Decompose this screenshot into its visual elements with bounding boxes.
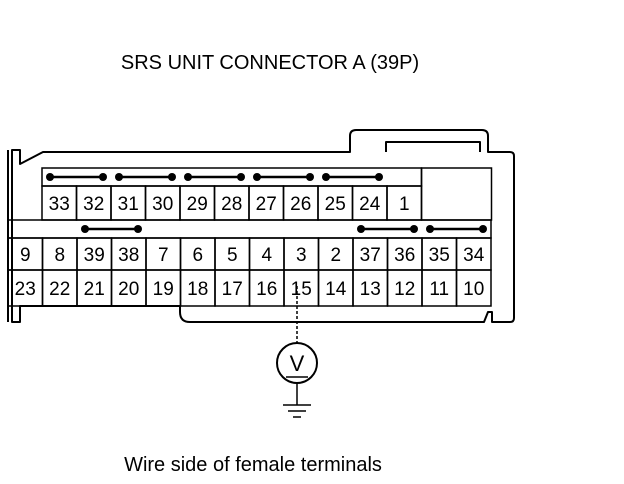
voltmeter-probe: V [276, 286, 318, 418]
terminal-4: 4 [248, 237, 285, 271]
terminal-label: 4 [261, 245, 272, 266]
terminal-25: 25 [317, 185, 354, 221]
terminal-1: 1 [386, 185, 423, 221]
diagram-caption: Wire side of female terminals [124, 454, 382, 476]
terminal-20: 20 [110, 269, 147, 307]
terminal-label: 22 [49, 279, 70, 300]
terminal-label: 25 [325, 194, 346, 215]
terminal-label: 38 [118, 245, 139, 266]
terminal-7: 7 [145, 237, 182, 271]
empty-cavity [420, 167, 493, 221]
shorting-bar-37-36 [357, 225, 418, 233]
terminal-38: 38 [110, 237, 147, 271]
terminal-39: 39 [76, 237, 113, 271]
terminal-label: 3 [296, 245, 307, 266]
terminal-label: 17 [222, 279, 243, 300]
terminal-label: 32 [83, 194, 104, 215]
terminal-15: 15 [283, 269, 320, 307]
terminal-label: 1 [399, 194, 410, 215]
terminal-label: 18 [187, 279, 208, 300]
terminal-label: 33 [49, 194, 70, 215]
diagram-title: SRS UNIT CONNECTOR A (39P) [120, 52, 420, 74]
terminal-label: 27 [256, 194, 277, 215]
terminal-label: 34 [463, 245, 485, 266]
terminal-27: 27 [248, 185, 285, 221]
terminal-label: 16 [256, 279, 277, 300]
terminal-3: 3 [283, 237, 320, 271]
terminal-label: 5 [227, 245, 238, 266]
terminal-label: 19 [153, 279, 174, 300]
shorting-bar-25-24 [322, 173, 383, 181]
terminal-label: 39 [84, 245, 105, 266]
terminal-label: 21 [84, 279, 105, 300]
terminal-34: 34 [455, 237, 492, 271]
terminal-label: 10 [463, 279, 484, 300]
terminal-13: 13 [352, 269, 389, 307]
terminal-label: 37 [360, 245, 381, 266]
terminal-21: 21 [76, 269, 113, 307]
shorting-bars [46, 173, 487, 233]
terminal-label: 29 [187, 194, 208, 215]
shorting-bar-31-30 [115, 173, 176, 181]
terminal-33: 33 [41, 185, 78, 221]
terminal-label: 23 [15, 279, 36, 300]
terminal-37: 37 [352, 237, 389, 271]
terminal-11: 11 [421, 269, 458, 307]
shorting-bar-33-32 [46, 173, 107, 181]
terminal-label: 31 [118, 194, 139, 215]
terminal-12: 12 [386, 269, 423, 307]
terminal-16: 16 [248, 269, 285, 307]
terminal-label: 20 [118, 279, 139, 300]
terminal-label: 11 [429, 279, 449, 300]
terminal-17: 17 [214, 269, 251, 307]
top-frame-strip [41, 167, 423, 187]
terminal-label: 13 [360, 279, 381, 300]
terminal-28: 28 [213, 185, 250, 221]
terminal-label: 36 [394, 245, 415, 266]
terminal-gap-strip [7, 219, 492, 239]
terminal-label: 14 [325, 279, 347, 300]
terminal-26: 26 [282, 185, 319, 221]
terminal-30: 30 [144, 185, 181, 221]
terminal-2: 2 [317, 237, 354, 271]
terminal-6: 6 [179, 237, 216, 271]
terminal-label: 26 [290, 194, 311, 215]
terminal-label: 24 [359, 194, 381, 215]
terminal-14: 14 [317, 269, 354, 307]
terminal-24: 24 [351, 185, 388, 221]
terminal-label: 8 [54, 245, 65, 266]
terminal-31: 31 [110, 185, 147, 221]
terminal-label: 30 [152, 194, 173, 215]
terminal-label: 28 [221, 194, 242, 215]
terminal-32: 32 [75, 185, 112, 221]
terminal-8: 8 [41, 237, 78, 271]
shorting-bar-29-28 [184, 173, 245, 181]
terminal-label: 7 [158, 245, 169, 266]
terminal-29: 29 [179, 185, 216, 221]
terminal-35: 35 [421, 237, 458, 271]
terminal-36: 36 [386, 237, 423, 271]
terminal-label: 2 [330, 245, 341, 266]
shorting-bar-39-38 [81, 225, 142, 233]
terminal-9: 9 [7, 237, 44, 271]
terminal-23: 23 [7, 269, 44, 307]
terminal-22: 22 [41, 269, 78, 307]
terminal-label: 12 [394, 279, 415, 300]
terminal-label: 35 [429, 245, 450, 266]
terminal-18: 18 [179, 269, 216, 307]
terminal-5: 5 [214, 237, 251, 271]
shorting-bar-27-26 [253, 173, 314, 181]
terminal-label: 15 [291, 279, 312, 300]
terminal-10: 10 [455, 269, 492, 307]
ground-icon [283, 404, 311, 418]
terminal-label: 6 [192, 245, 203, 266]
voltmeter-symbol: V [290, 351, 305, 376]
terminal-19: 19 [145, 269, 182, 307]
shorting-bar-35-34 [426, 225, 487, 233]
terminal-label: 9 [20, 245, 31, 266]
